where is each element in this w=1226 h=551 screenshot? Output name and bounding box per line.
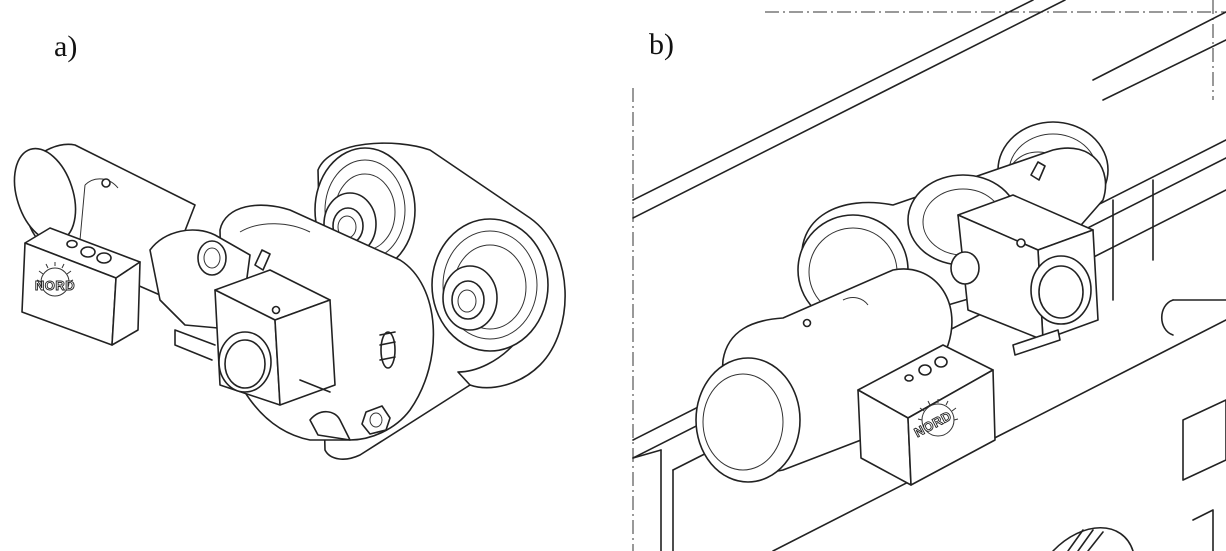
- drive-unit-drawing-b: NORD: [632, 0, 1226, 551]
- panel-a: a): [13, 30, 566, 460]
- panel-a-label: a): [54, 30, 78, 63]
- terminal-box-a: NORD: [21, 227, 141, 346]
- drive-unit-drawing-a: NORD: [13, 142, 566, 460]
- terminal-box-b: NORD: [857, 344, 996, 486]
- gearbox-b: [950, 161, 1099, 356]
- panel-b-label: b): [649, 28, 674, 61]
- lower-machinery-b: [1052, 299, 1226, 551]
- gearbox-a: [149, 229, 336, 406]
- logo-text-a: NORD: [35, 278, 75, 293]
- rear-wheel-lower: [431, 218, 549, 352]
- panel-b: b): [613, 0, 1226, 551]
- hardware-a: [299, 379, 391, 441]
- nord-logo-a: NORD: [34, 262, 75, 297]
